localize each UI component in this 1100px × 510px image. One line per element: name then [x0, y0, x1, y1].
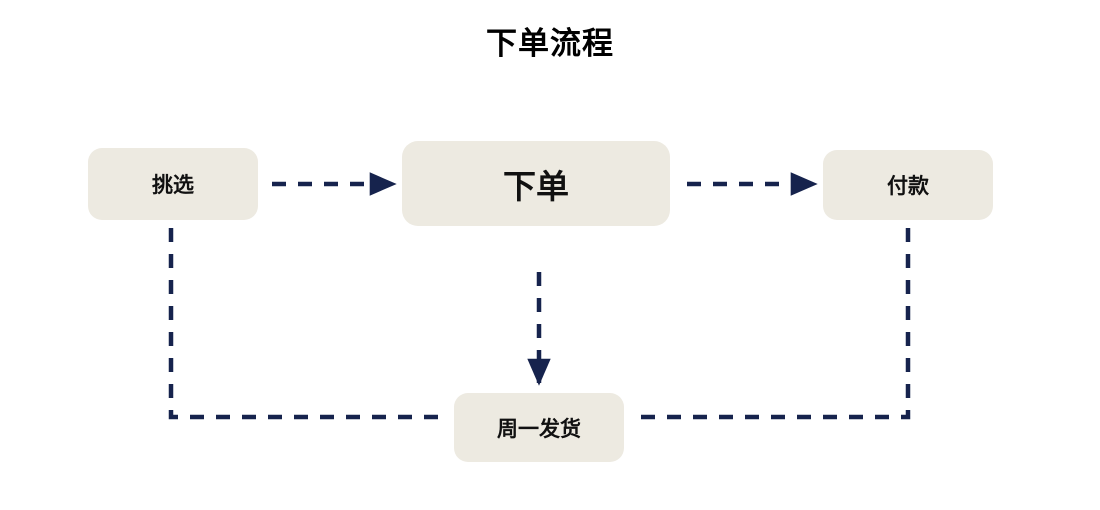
edge-pick-to-ship	[168, 228, 448, 420]
edge-pay-to-ship	[630, 228, 911, 420]
node-pick[interactable]: 挑选	[88, 148, 258, 220]
node-ship[interactable]: 周一发货	[454, 393, 624, 462]
page-title: 下单流程	[486, 26, 614, 61]
node-pay[interactable]: 付款	[823, 150, 993, 220]
node-order[interactable]: 下单	[402, 141, 670, 226]
